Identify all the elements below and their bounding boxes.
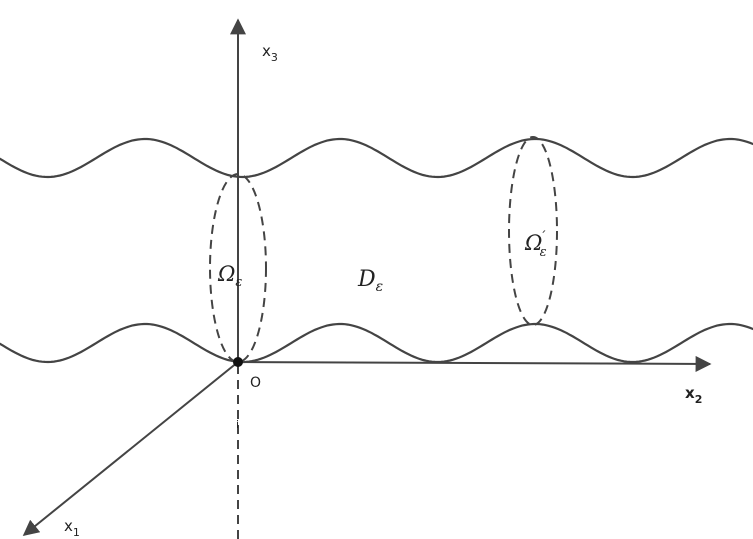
upper-boundary-curve xyxy=(0,137,753,179)
omega-prime-epsilon-label: Ω′ε xyxy=(524,229,547,260)
x2-axis-label: x2 xyxy=(685,384,702,406)
origin-label: O xyxy=(250,375,261,391)
x1-axis xyxy=(22,361,239,537)
x3-axis-label: x3 xyxy=(262,42,278,64)
lower-boundary-curve xyxy=(0,322,753,364)
origin-point xyxy=(233,357,243,367)
omega-epsilon-label: Ωε xyxy=(217,262,242,290)
x1-axis-label: x1 xyxy=(64,517,80,539)
domain-d-epsilon-label: Dε xyxy=(357,267,383,295)
tick-mark-label: i xyxy=(236,418,239,431)
omega-prime-epsilon-cross-section xyxy=(508,136,558,326)
omega-epsilon-cross-section xyxy=(209,173,267,363)
x2-axis xyxy=(237,355,712,372)
